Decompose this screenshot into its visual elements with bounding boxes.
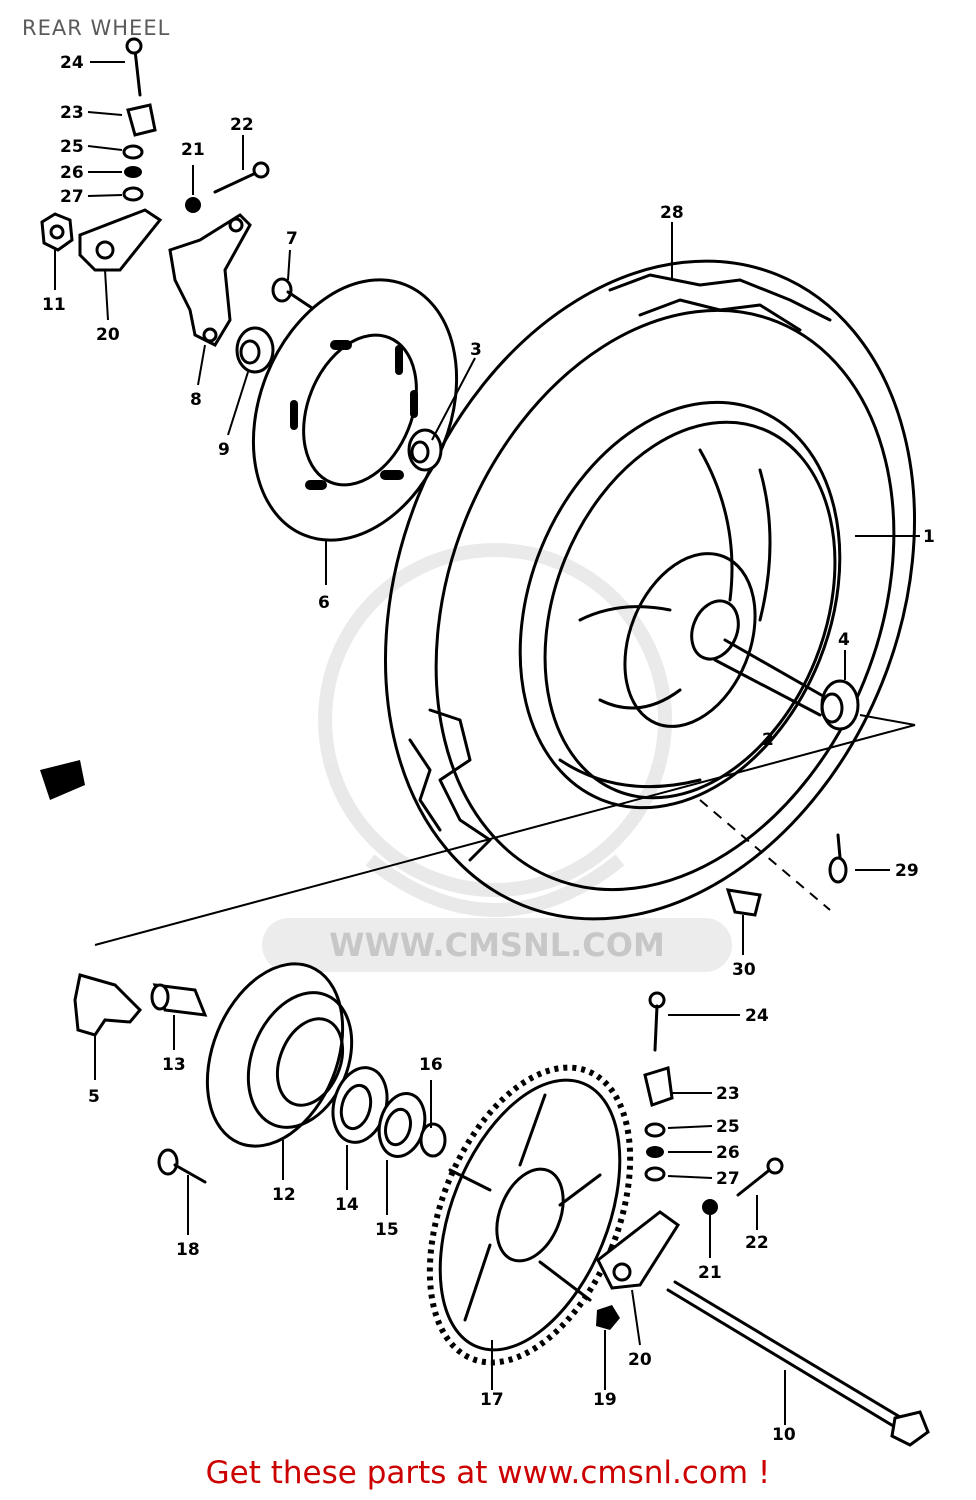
callout-24-bottom: 24 [745, 1006, 769, 1026]
callout-27-top: 27 [60, 187, 84, 207]
ring-part-16 [419, 1122, 447, 1158]
callout-26-bottom: 26 [716, 1143, 740, 1163]
callout-17: 17 [480, 1390, 504, 1410]
chain-adjuster-part-20-bottom [596, 1210, 681, 1290]
callout-21-bottom: 21 [698, 1263, 722, 1283]
callout-22-top: 22 [230, 115, 254, 135]
callout-5: 5 [88, 1087, 100, 1107]
callout-22-bottom: 22 [745, 1233, 769, 1253]
leader-lines [54, 61, 920, 1425]
bolt-part-7 [271, 277, 314, 310]
callout-13: 13 [162, 1055, 186, 1075]
adjuster-part-5 [73, 973, 143, 1037]
callout-7: 7 [286, 229, 298, 249]
callout-18: 18 [176, 1240, 200, 1260]
watermark-text: WWW.CMSNL.COM [262, 918, 732, 972]
adjuster-bolt-stack-bottom [643, 991, 674, 1182]
caliper-bracket-part-8 [168, 213, 252, 347]
brake-disc-part-6 [251, 278, 459, 542]
callout-9: 9 [218, 440, 230, 460]
spacer-part-9 [235, 326, 275, 374]
callout-24-top: 24 [60, 53, 84, 73]
callout-11: 11 [42, 295, 66, 315]
spacer-part-4 [820, 679, 860, 731]
clip-part-30 [725, 888, 762, 917]
oil-seal-part-15 [377, 1092, 427, 1158]
callout-28: 28 [660, 203, 684, 223]
small-clip-left [40, 760, 85, 800]
callout-3: 3 [470, 340, 482, 360]
watermark-emblem [318, 543, 672, 917]
bolt-part-22-top [213, 161, 270, 194]
bolt-part-22-bottom [736, 1157, 784, 1197]
nut-part-21-bottom [702, 1199, 718, 1215]
nut-part-21-top [185, 197, 201, 213]
callout-16: 16 [419, 1055, 443, 1075]
callout-19: 19 [593, 1390, 617, 1410]
valve-part-29 [828, 833, 848, 884]
adjuster-bolt-stack-top [122, 37, 157, 202]
callout-15: 15 [375, 1220, 399, 1240]
callout-21-top: 21 [181, 140, 205, 160]
callout-10: 10 [772, 1425, 796, 1445]
callout-23-top: 23 [60, 103, 84, 123]
callout-6: 6 [318, 593, 330, 613]
rear-wheel-assembly [384, 259, 916, 921]
callout-14: 14 [335, 1195, 359, 1215]
sprocket-part-17 [426, 1064, 634, 1366]
callout-8: 8 [190, 390, 202, 410]
bolt-part-18 [157, 1148, 207, 1184]
collar-part-3 [407, 428, 443, 472]
callout-29: 29 [895, 861, 919, 881]
sleeve-part-13 [150, 983, 208, 1017]
callout-labels: 24 23 25 26 27 11 20 21 22 7 8 9 6 3 28 … [42, 53, 935, 1445]
callout-4: 4 [838, 630, 850, 650]
callout-25-top: 25 [60, 137, 84, 157]
callout-2: 2 [762, 730, 774, 750]
callout-27-bottom: 27 [716, 1169, 740, 1189]
callout-25-bottom: 25 [716, 1117, 740, 1137]
axle-part-10 [666, 1280, 930, 1447]
footer-link-text[interactable]: Get these parts at www.cmsnl.com ! [205, 1455, 771, 1491]
page-title: REAR WHEEL [22, 16, 171, 40]
callout-23-bottom: 23 [716, 1084, 740, 1104]
sprocket-carrier-part-12 [205, 962, 354, 1148]
callout-20-top: 20 [96, 325, 120, 345]
callout-20-bottom: 20 [628, 1350, 652, 1370]
callout-12: 12 [272, 1185, 296, 1205]
nut-part-19 [596, 1305, 620, 1330]
assembly-lines [94, 714, 916, 946]
nut-part-11 [40, 212, 74, 252]
callout-26-top: 26 [60, 163, 84, 183]
callout-30: 30 [732, 960, 756, 980]
chain-adjuster-part-20-top [78, 208, 163, 272]
callout-1: 1 [923, 527, 935, 547]
